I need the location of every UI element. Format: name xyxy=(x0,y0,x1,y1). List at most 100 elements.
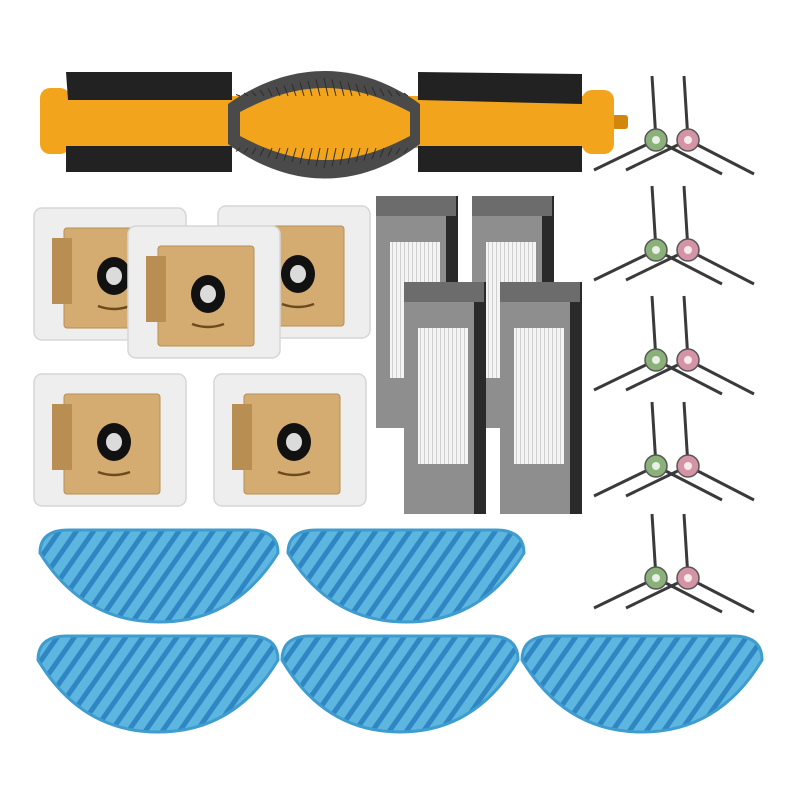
bristle-strand xyxy=(307,147,313,166)
brush-hub-center xyxy=(684,574,692,582)
bristle-strand xyxy=(243,92,249,97)
mop-fabric xyxy=(38,528,280,624)
bristle-strand xyxy=(339,147,345,166)
bag-side-tab xyxy=(52,404,72,470)
bristle-strand xyxy=(323,77,329,97)
mop-pad xyxy=(520,634,764,734)
dust-bags xyxy=(33,205,371,507)
bristle-strand xyxy=(299,82,305,97)
bristle-strand xyxy=(403,92,409,97)
bristle-strand xyxy=(395,147,401,155)
brush-hub-center xyxy=(652,356,660,364)
brush-hub-center xyxy=(684,356,692,364)
bag-side-tab xyxy=(232,404,252,470)
bristle-strand xyxy=(363,147,369,161)
brush-arm xyxy=(655,138,723,176)
filter-foam-edge xyxy=(474,282,486,514)
bristle-strand xyxy=(315,79,321,97)
bristle-strand xyxy=(331,147,337,167)
brush-hub-center xyxy=(684,246,692,254)
bristle-strand xyxy=(259,147,265,157)
main-roller-brush xyxy=(40,71,628,179)
hepa-filters xyxy=(376,196,582,514)
bag-intake-hole-inner xyxy=(200,285,216,303)
side-brush xyxy=(593,75,723,176)
bristle-strand xyxy=(403,147,409,154)
hepa-filter xyxy=(404,282,486,514)
bristle-strand xyxy=(387,147,393,157)
hepa-filter xyxy=(500,282,582,514)
mop-pads xyxy=(36,528,764,734)
bristle-strand xyxy=(347,82,353,97)
filter-top-band xyxy=(500,282,580,302)
mop-pad xyxy=(38,528,280,624)
bristle-strand xyxy=(387,89,393,97)
bag-side-tab xyxy=(52,238,72,304)
roller-blade-bottom-right xyxy=(418,146,582,172)
bristle-strand xyxy=(355,83,361,97)
bag-intake-hole-inner xyxy=(286,433,302,451)
mop-pad xyxy=(280,634,520,734)
bristle-strand xyxy=(379,88,385,97)
side-brush xyxy=(593,295,723,396)
bag-intake-hole-inner xyxy=(106,433,122,451)
side-brush xyxy=(625,295,755,396)
bristle-strand xyxy=(251,147,257,155)
brush-arm xyxy=(687,358,755,396)
bristle-strand xyxy=(331,79,337,97)
bag-side-tab xyxy=(146,256,166,322)
brush-hub-center xyxy=(652,574,660,582)
brush-hub-center xyxy=(684,462,692,470)
bristle-strand xyxy=(299,147,305,164)
bag-slot xyxy=(277,470,311,477)
bristle-strand xyxy=(315,147,321,167)
bristle-strand xyxy=(283,85,289,97)
bristle-strand xyxy=(267,88,273,97)
brush-hub-center xyxy=(652,136,660,144)
roller-blade-top-left xyxy=(66,72,232,100)
filter-top-band xyxy=(404,282,484,302)
mop-fabric xyxy=(520,634,764,734)
brush-hub-center xyxy=(652,462,660,470)
brush-hub-center xyxy=(684,136,692,144)
bristle-strand xyxy=(291,147,297,163)
filter-pleats xyxy=(514,328,564,464)
mop-fabric xyxy=(286,528,526,624)
bag-slot xyxy=(97,470,131,477)
mop-pad xyxy=(286,528,526,624)
brush-arm xyxy=(687,248,755,286)
side-brushes xyxy=(593,75,755,614)
brush-arm xyxy=(655,464,723,502)
bristle-strand xyxy=(235,94,241,97)
dust-bag xyxy=(33,373,187,507)
bristle-strand xyxy=(275,86,281,97)
side-brush xyxy=(593,185,723,286)
brush-arm xyxy=(655,248,723,286)
bristle-strand xyxy=(395,91,401,97)
mop-pad xyxy=(36,634,280,734)
bristle-strand xyxy=(339,80,345,97)
bristle-strand xyxy=(347,147,353,164)
side-brush xyxy=(625,401,755,502)
mop-fabric xyxy=(280,634,520,734)
dust-bag xyxy=(213,373,367,507)
bristle-strand xyxy=(283,147,289,161)
bristle-strand xyxy=(379,147,385,158)
side-brush xyxy=(593,401,723,502)
filter-foam-edge xyxy=(570,282,582,514)
bristle-strand xyxy=(275,147,281,160)
bag-intake-hole-inner xyxy=(290,265,306,283)
bag-slot xyxy=(281,302,315,309)
filter-pleats xyxy=(418,328,468,464)
bristle-strand xyxy=(291,83,297,97)
filter-top-band xyxy=(376,196,456,216)
bristle-strand xyxy=(363,85,369,97)
bristle-strand xyxy=(243,147,249,154)
side-brush xyxy=(625,185,755,286)
brush-arm xyxy=(687,464,755,502)
mop-fabric xyxy=(36,634,280,734)
bristle-strand xyxy=(323,147,329,169)
roller-blade-bottom-left xyxy=(66,146,232,172)
side-brush xyxy=(625,75,755,176)
